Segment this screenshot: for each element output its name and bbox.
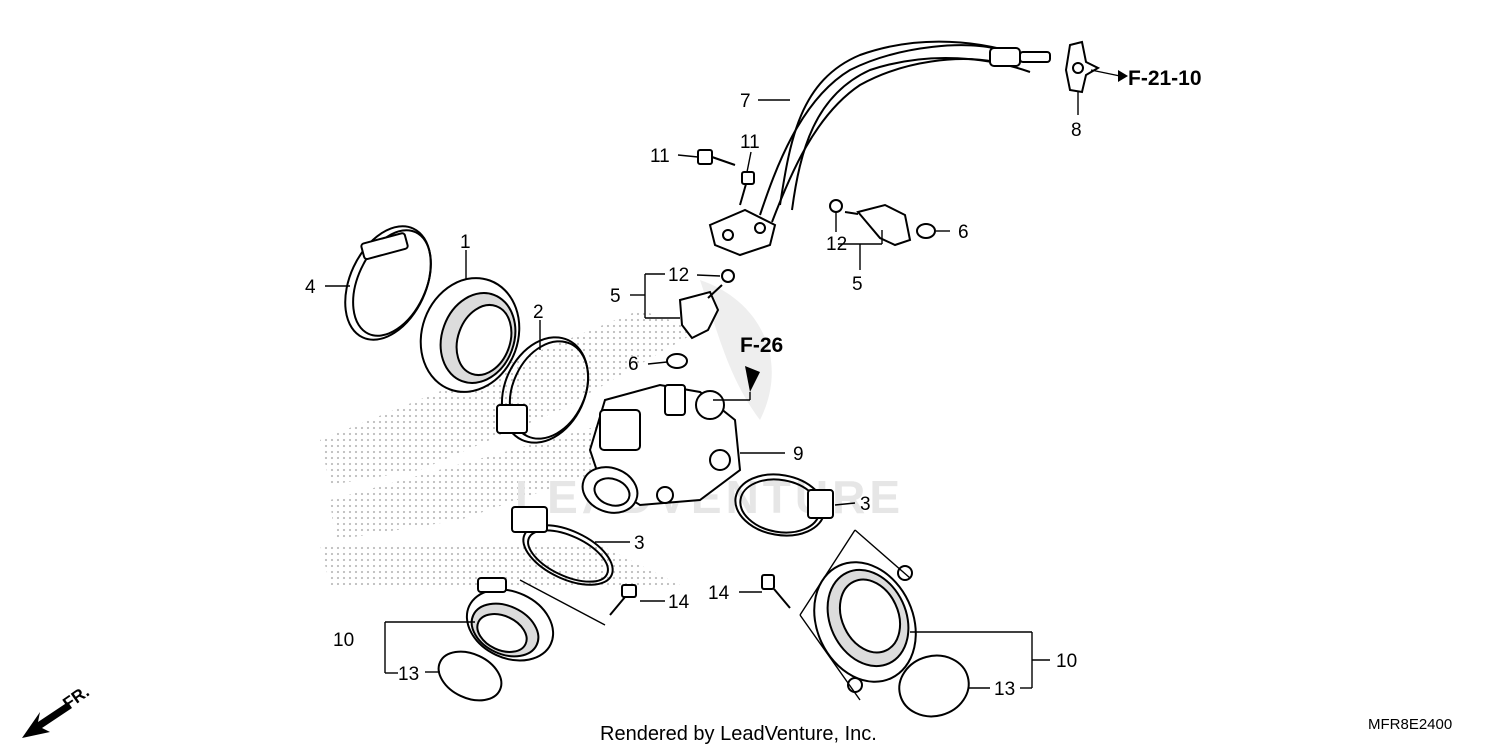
band-clamp-part-3 [511, 506, 614, 586]
seal-part-6 [666, 353, 688, 369]
reference-arrow-icon [1118, 70, 1128, 82]
injector-part-5 [678, 284, 723, 340]
reference-arrow-icon [745, 366, 760, 392]
insulator-part-10 [813, 561, 917, 693]
injector-part-5 [844, 203, 912, 247]
o-ring-part-12 [721, 269, 735, 283]
bolt-part-14 [761, 574, 791, 609]
reference-label-f26: F-26 [740, 334, 783, 357]
o-ring-part-13 [898, 654, 970, 718]
diagram-code: MFR8E2400 [1368, 716, 1452, 733]
callout-13: 13 [398, 664, 419, 685]
seal-part-6 [916, 223, 936, 239]
callout-10: 10 [333, 630, 354, 651]
callout-12: 12 [668, 265, 689, 286]
o-ring-part-13 [437, 650, 503, 702]
callout-5: 5 [852, 274, 863, 295]
credit-text: Rendered by LeadVenture, Inc. [600, 723, 877, 745]
throttle-body-part-9 [581, 383, 742, 514]
callout-12: 12 [826, 234, 847, 255]
callout-6: 6 [958, 222, 969, 243]
o-ring-part-12 [829, 199, 843, 213]
band-clamp-part-2 [496, 336, 590, 444]
callout-1: 1 [460, 232, 471, 253]
callout-11: 11 [650, 146, 670, 167]
callout-9: 9 [793, 444, 804, 465]
band-clamp-part-4 [344, 225, 432, 341]
watermark-flame-icon [700, 280, 772, 420]
hose-clip-part-8 [1064, 40, 1101, 94]
callout-7: 7 [740, 91, 751, 112]
callout-6: 6 [628, 354, 639, 375]
callout-4: 4 [305, 277, 316, 298]
band-clamp-part-3 [734, 473, 834, 537]
leader-lines [325, 69, 1128, 701]
bolt-part-14 [609, 584, 637, 616]
callout-2: 2 [533, 302, 544, 323]
insulator-part-10 [465, 577, 555, 662]
callout-5: 5 [610, 286, 621, 307]
front-arrow-icon [22, 702, 72, 738]
reference-label-f2110: F-21-10 [1128, 67, 1202, 90]
callout-10: 10 [1056, 651, 1077, 672]
callout-3: 3 [634, 533, 645, 554]
fuel-hose-assembly [708, 40, 1051, 257]
callout-11: 11 [740, 132, 760, 153]
callout-3: 3 [860, 494, 871, 515]
intake-joint-part-1 [419, 277, 521, 393]
callout-labels: 1 2 3 3 4 5 5 6 6 7 8 9 10 10 11 11 12 1… [305, 91, 1082, 700]
bolt-part-11 [697, 149, 755, 206]
callout-13: 13 [994, 679, 1015, 700]
callout-8: 8 [1071, 120, 1082, 141]
callout-14: 14 [708, 583, 730, 604]
callout-14: 14 [668, 592, 690, 613]
